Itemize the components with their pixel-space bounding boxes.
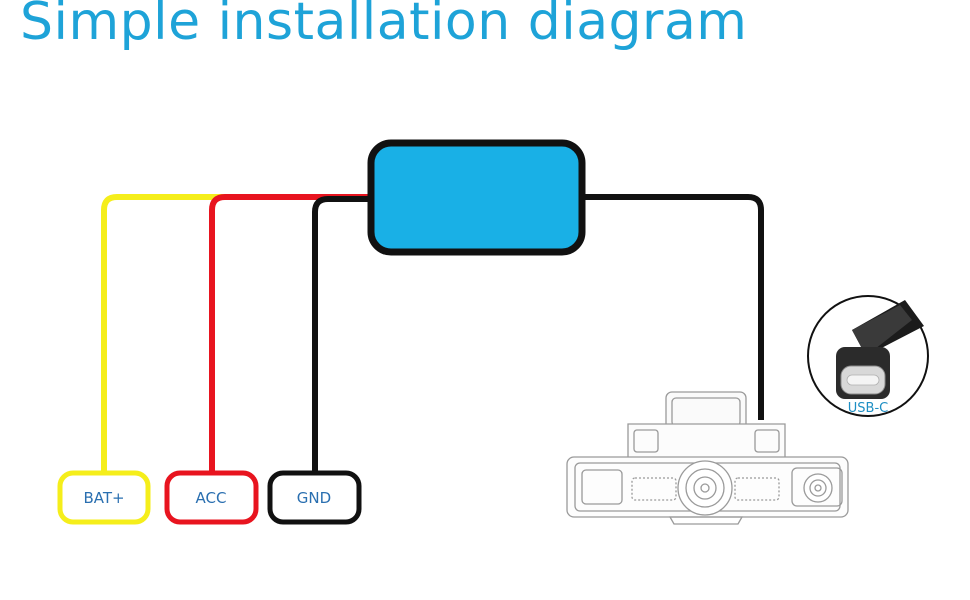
terminal-bat: BAT+ bbox=[57, 470, 151, 525]
terminal-gnd-label: GND bbox=[297, 489, 331, 507]
bat-wire bbox=[101, 194, 372, 472]
output-wire bbox=[582, 194, 764, 420]
gnd-wire bbox=[312, 196, 372, 472]
hardwire-module bbox=[367, 139, 586, 256]
dash-camera-icon bbox=[566, 391, 849, 525]
terminal-acc: ACC bbox=[164, 470, 259, 525]
page-title: Simple installation diagram bbox=[20, 0, 748, 52]
acc-wire bbox=[209, 194, 372, 472]
terminal-gnd: GND bbox=[267, 470, 362, 525]
usb-c-label: USB-C bbox=[848, 401, 888, 416]
terminal-bat-label: BAT+ bbox=[83, 489, 124, 507]
usb-c-inset: USB-C bbox=[807, 295, 929, 417]
terminal-acc-label: ACC bbox=[196, 489, 227, 507]
usb-c-plug-icon bbox=[836, 300, 924, 399]
